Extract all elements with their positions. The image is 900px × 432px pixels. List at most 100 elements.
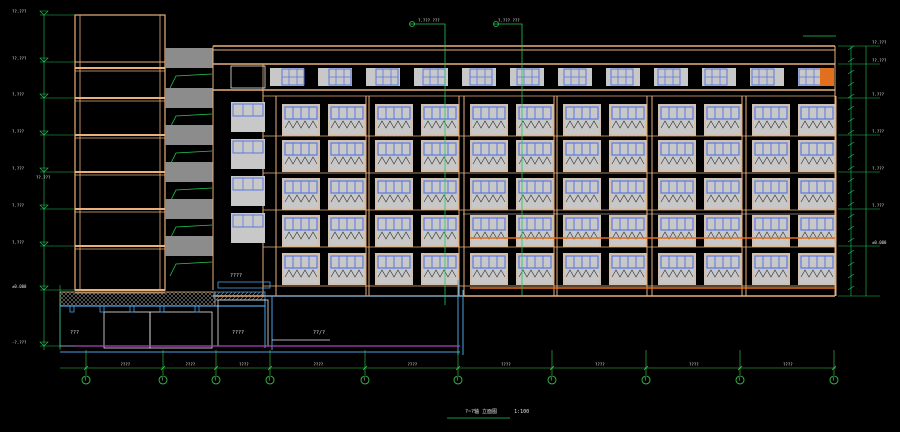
window-surround — [563, 178, 601, 210]
right-dim-tick — [847, 273, 855, 279]
window-surround — [282, 215, 320, 247]
axis-bubble — [158, 375, 168, 385]
window-surround — [609, 104, 647, 136]
bottom-dim-label: ???? — [120, 362, 131, 367]
window-surround — [328, 178, 366, 210]
window-surround — [563, 140, 601, 172]
right-level-rl1: ??.??? — [872, 40, 887, 45]
axis-label: ? — [214, 377, 217, 382]
callout-1: ?.??? ??? — [418, 18, 440, 23]
right-dim-tick — [847, 105, 855, 111]
right-dim-tick — [847, 93, 855, 99]
window-opening-mark — [611, 269, 645, 278]
left-bay-top-dashed — [230, 65, 266, 89]
callout-leader-1 — [410, 23, 446, 305]
window-surround — [282, 104, 320, 136]
window-surround — [563, 104, 601, 136]
window-opening-mark — [518, 231, 552, 240]
window-surround — [704, 215, 742, 247]
window-opening-mark — [423, 231, 457, 240]
window-opening-mark — [518, 156, 552, 165]
window-opening-mark — [660, 269, 694, 278]
stair-run — [169, 150, 213, 166]
axis-tick — [362, 365, 368, 371]
window-surround — [421, 215, 459, 247]
left-level-l7: ±0.000 — [12, 284, 27, 289]
window-opening-mark — [800, 194, 834, 203]
window-surround — [609, 140, 647, 172]
beam-stub — [159, 305, 165, 313]
level-triangle — [39, 341, 49, 347]
axis-label: ? — [161, 377, 164, 382]
left-level-l5: ?.??? — [12, 203, 25, 208]
window-opening-mark — [284, 156, 318, 165]
window-opening-mark — [377, 194, 411, 203]
level-triangle — [39, 241, 49, 247]
window-opening-mark — [754, 120, 788, 129]
level-triangle — [39, 167, 49, 173]
window-opening-mark — [706, 269, 740, 278]
level-triangle — [39, 93, 49, 99]
window-opening-mark — [565, 269, 599, 278]
window-surround — [421, 140, 459, 172]
window-opening-mark — [660, 120, 694, 129]
ground-slab-hatch — [59, 291, 216, 307]
window-surround — [375, 178, 413, 210]
window-opening-mark — [611, 231, 645, 240]
axis-tick — [213, 365, 219, 371]
window-surround — [658, 215, 696, 247]
level-triangle — [39, 130, 49, 136]
room-label-2: ??? — [70, 330, 80, 336]
window-surround — [798, 104, 836, 136]
axis-tick — [267, 365, 273, 371]
window-opening-mark — [660, 156, 694, 165]
window-surround — [282, 253, 320, 285]
right-dim-tick — [847, 69, 855, 75]
bottom-dim-label: ???? — [407, 362, 418, 367]
stair-landing — [165, 199, 213, 219]
overall-height-label: ??.??? — [36, 175, 51, 180]
axis-tick — [737, 365, 743, 371]
bottom-dim-label: ???? — [595, 362, 605, 367]
window-opening-mark — [706, 231, 740, 240]
bottom-dim-label: ???? — [689, 362, 699, 367]
window-opening-mark — [284, 269, 318, 278]
level-triangle — [39, 57, 49, 63]
window-surround — [516, 253, 554, 285]
window-opening-mark — [518, 194, 552, 203]
callout-leader-2 — [494, 23, 523, 295]
left-level-l3: ?.??? — [12, 129, 25, 134]
stair-run — [169, 187, 213, 203]
level-triangle — [39, 10, 49, 16]
window-surround — [470, 140, 508, 172]
stair-landing — [165, 88, 213, 108]
callout-2: ?.??? ??? — [498, 18, 520, 23]
window-surround — [609, 215, 647, 247]
callout-node-1 — [409, 21, 415, 27]
right-dim-tick — [847, 249, 855, 255]
axis-tick — [83, 365, 89, 371]
window-opening-mark — [377, 269, 411, 278]
bottom-dim-label: ???? — [313, 362, 324, 367]
window-surround — [282, 178, 320, 210]
window-surround — [704, 253, 742, 285]
window-opening-mark — [330, 156, 364, 165]
right-level-rl7: ±0.000 — [872, 240, 887, 245]
window-opening-mark — [706, 120, 740, 129]
right-dim-tick — [847, 117, 855, 123]
left-level-l6: ?.??? — [12, 240, 25, 245]
window-surround — [798, 253, 836, 285]
window-surround — [516, 178, 554, 210]
window-surround — [516, 140, 554, 172]
window-opening-mark — [330, 269, 364, 278]
axis-bubble — [641, 375, 651, 385]
window-opening-mark — [472, 194, 506, 203]
window-surround — [704, 140, 742, 172]
left-bay-panel — [231, 139, 265, 169]
right-dim-tick — [847, 177, 855, 183]
window-opening-mark — [706, 156, 740, 165]
ground-slab-hatch-2 — [214, 291, 266, 301]
left-bay-window — [232, 177, 264, 191]
callout-node-2 — [493, 21, 499, 27]
